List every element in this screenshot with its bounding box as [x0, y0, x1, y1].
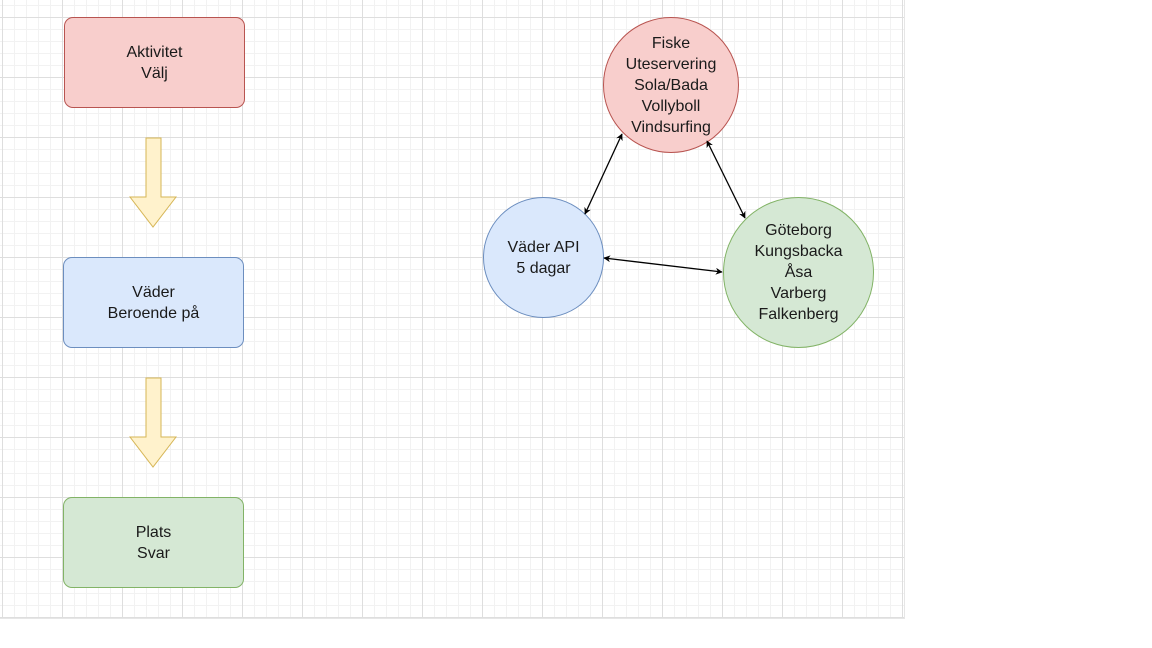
diagram-canvas[interactable]: Aktivitet Välj Väder Beroende på Plats S… [0, 0, 905, 619]
weather-line-2: Beroende på [107, 304, 200, 322]
cities-circle[interactable]: Göteborg Kungsbacka Åsa Varberg Falkenbe… [723, 197, 874, 348]
activities-circle[interactable]: Fiske Uteservering Sola/Bada Vollyboll V… [603, 17, 739, 153]
activity-option-1: Fiske [651, 34, 691, 52]
weather-line-1: Väder [132, 283, 175, 301]
activity-option-5: Vindsurfing [631, 118, 711, 136]
connector-activities-cities [706, 140, 746, 219]
city-2: Kungsbacka [754, 243, 843, 260]
activity-line-1: Aktivitet [126, 43, 183, 61]
connector-activities-weather [584, 133, 623, 215]
weather-box[interactable]: Väder Beroende på [63, 257, 244, 348]
activity-option-4: Vollyboll [641, 97, 701, 115]
city-3: Åsa [784, 264, 813, 281]
connector-weather-cities [603, 255, 723, 275]
weather-api-line-1: Väder API [507, 238, 580, 256]
place-line-1: Plats [135, 523, 172, 541]
down-arrow-1 [128, 137, 178, 228]
place-box[interactable]: Plats Svar [63, 497, 244, 588]
weather-api-line-2: 5 dagar [516, 259, 571, 277]
city-5: Falkenberg [758, 306, 839, 323]
activity-option-3: Sola/Bada [634, 76, 708, 94]
city-1: Göteborg [765, 222, 832, 239]
weather-api-circle[interactable]: Väder API 5 dagar [483, 197, 604, 318]
activity-option-2: Uteservering [625, 55, 717, 73]
connectors-layer [128, 133, 746, 468]
down-arrow-2 [128, 377, 178, 468]
activity-box[interactable]: Aktivitet Välj [64, 17, 245, 108]
place-line-2: Svar [137, 544, 170, 562]
activity-line-2: Välj [141, 64, 168, 82]
city-4: Varberg [770, 285, 827, 302]
